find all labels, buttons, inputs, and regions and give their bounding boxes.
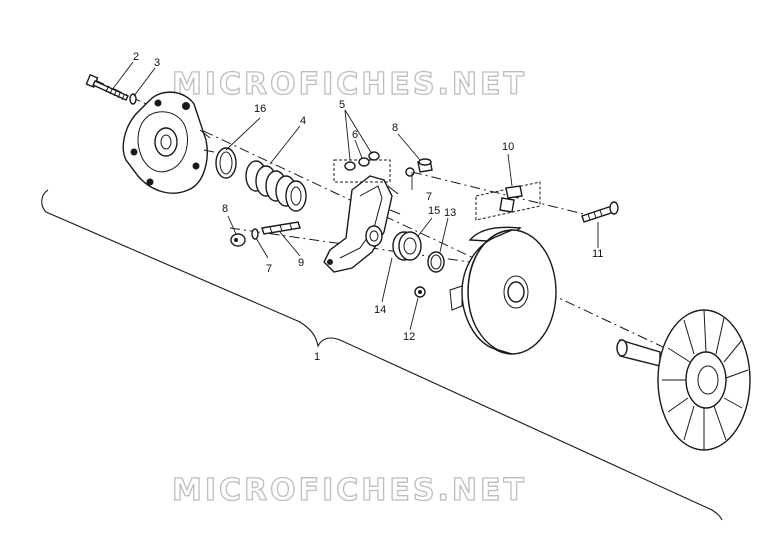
label-part-8-left: 8	[222, 203, 228, 215]
knob-part-right	[417, 158, 433, 173]
label-part-7-right: 7	[426, 191, 432, 203]
label-part-6: 6	[352, 129, 358, 141]
label-part-1: 1	[314, 351, 320, 363]
label-part-8-right: 8	[392, 122, 398, 134]
label-part-11: 11	[592, 248, 603, 260]
ring-part	[215, 147, 237, 179]
assembly-bracket	[41, 189, 723, 521]
washer-part-right	[405, 167, 415, 177]
label-part-3: 3	[154, 57, 160, 69]
label-part-15: 15	[428, 205, 440, 217]
arm-bracket-part	[323, 175, 401, 273]
label-part-9: 9	[298, 257, 304, 269]
upper-centerline	[411, 171, 601, 219]
label-part-12: 12	[403, 331, 415, 343]
label-part-5: 5	[339, 99, 345, 111]
snap-ring-part	[427, 251, 445, 273]
movable-sheave-part	[449, 226, 557, 355]
leader-lines	[111, 61, 599, 331]
pin-part	[261, 221, 301, 235]
watermark-top: MICROFICHES.NET	[172, 67, 527, 102]
fixed-sheave-part	[616, 309, 751, 451]
long-bolt-part	[581, 201, 619, 223]
cam-bolt-group	[475, 181, 541, 221]
label-part-10: 10	[502, 141, 514, 153]
label-part-4: 4	[300, 115, 306, 127]
cover-housing-part	[122, 91, 215, 194]
label-part-7-left: 7	[266, 263, 272, 275]
watermark-bottom: MICROFICHES.NET	[172, 473, 527, 508]
knob-part-left	[230, 233, 246, 247]
label-part-16: 16	[254, 103, 266, 115]
bolt-part	[85, 73, 129, 101]
bushing-part	[392, 231, 422, 261]
spring-part	[245, 160, 307, 212]
label-part-13: 13	[444, 207, 456, 219]
label-part-14: 14	[374, 304, 386, 316]
nut-part	[414, 286, 426, 298]
washer-part	[129, 93, 137, 105]
rollers-part-group	[333, 151, 391, 183]
washer-part-left	[251, 228, 259, 240]
label-part-2: 2	[133, 51, 139, 63]
